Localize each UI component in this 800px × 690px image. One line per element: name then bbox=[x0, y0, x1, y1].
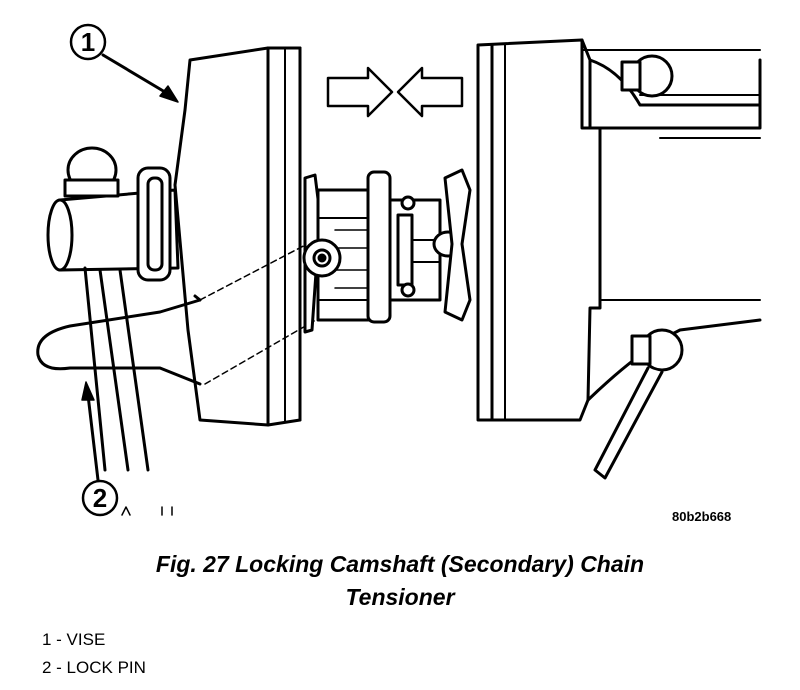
tensioner-vise-illustration: 1 2 bbox=[36, 23, 762, 517]
figure-caption: Fig. 27 Locking Camshaft (Secondary) Cha… bbox=[0, 548, 800, 614]
caption-line-1: Fig. 27 Locking Camshaft (Secondary) Cha… bbox=[155, 551, 645, 577]
legend: 1 - VISE 2 - LOCK PIN bbox=[42, 626, 146, 682]
legend-item-vise: 1 - VISE bbox=[42, 630, 106, 649]
figure-code: 80b2b668 bbox=[672, 509, 732, 524]
left-vise-jaw bbox=[173, 46, 302, 427]
squeeze-arrows bbox=[326, 66, 464, 118]
lock-pin bbox=[36, 294, 202, 386]
caption-line-2: Tensioner bbox=[345, 584, 455, 610]
right-vise-handle bbox=[593, 54, 684, 480]
chain-tensioner bbox=[302, 168, 472, 334]
legend-item-lock-pin: 2 - LOCK PIN bbox=[42, 658, 146, 677]
callout-1-number: 1 bbox=[81, 27, 95, 57]
callout-1: 1 bbox=[69, 23, 179, 103]
right-vise-jaw bbox=[476, 38, 762, 422]
left-vise-screw bbox=[46, 146, 180, 472]
callout-2-number: 2 bbox=[93, 483, 107, 513]
callout-2: 2 bbox=[81, 381, 173, 517]
